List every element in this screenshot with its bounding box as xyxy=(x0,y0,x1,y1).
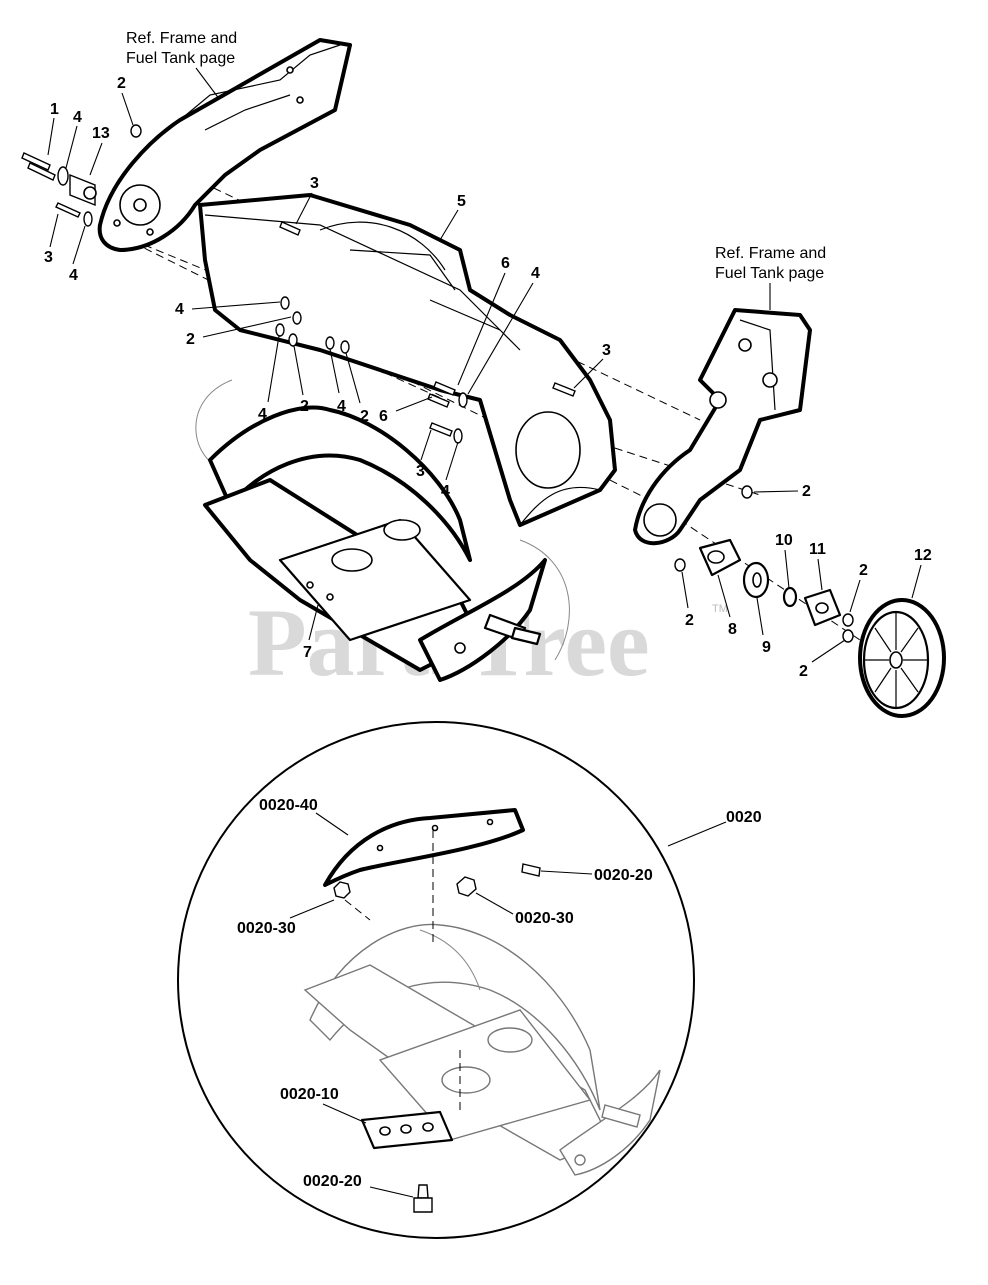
svg-text:Fuel Tank page: Fuel Tank page xyxy=(126,50,235,67)
detail-callout-kit: 0020 xyxy=(726,809,762,826)
hardware-left xyxy=(21,124,142,227)
svg-text:Ref. Frame and: Ref. Frame and xyxy=(715,245,826,262)
callout-3b: 3 xyxy=(310,175,319,192)
detail-callout-screw-lower: 0020-20 xyxy=(303,1173,362,1190)
callout-12: 12 xyxy=(914,547,932,564)
callout-11: 11 xyxy=(809,541,826,558)
callout-4f: 4 xyxy=(337,398,346,415)
callout-4d: 4 xyxy=(175,301,184,318)
ghost-housing-arc-right xyxy=(519,539,570,661)
axis-line-pulley xyxy=(679,519,861,641)
detail-callout-scraper-bar: 0020-10 xyxy=(280,1086,339,1103)
callout-3d: 3 xyxy=(602,342,611,359)
callout-2c: 2 xyxy=(300,398,309,415)
callout-4a: 4 xyxy=(73,109,82,126)
callout-2f: 2 xyxy=(859,562,868,579)
callout-5: 5 xyxy=(457,193,466,210)
detail-callout-screw-upper: 0020-20 xyxy=(594,867,653,884)
callout-4c: 4 xyxy=(531,265,540,282)
callout-2h: 2 xyxy=(799,663,808,680)
detail-callout-nut-right: 0020-30 xyxy=(515,910,574,927)
pulley xyxy=(858,598,946,718)
callout-7: 7 xyxy=(303,644,312,661)
axis-line-right xyxy=(589,439,761,496)
svg-text:Fuel Tank page: Fuel Tank page xyxy=(715,265,824,282)
hardware-right xyxy=(674,485,854,643)
callout-3c: 3 xyxy=(416,463,425,480)
callout-13: 13 xyxy=(92,125,110,142)
callout-2e: 2 xyxy=(802,483,811,500)
callout-4g: 4 xyxy=(441,483,450,500)
detail-ghost-auger xyxy=(303,923,661,1176)
callout-3a: 3 xyxy=(44,249,53,266)
hardware-center xyxy=(275,221,576,444)
detail-shave-plate xyxy=(323,808,525,887)
detail-axis-left xyxy=(344,899,371,921)
callout-4e: 4 xyxy=(258,406,267,423)
reference-note-left: Ref. Frame and Fuel Tank page xyxy=(126,30,237,67)
callout-8: 8 xyxy=(728,621,737,638)
detail-callout-nut-left: 0020-30 xyxy=(237,920,296,937)
left-side-frame xyxy=(97,38,352,252)
reference-note-right: Ref. Frame and Fuel Tank page xyxy=(715,245,826,282)
auger-housing xyxy=(198,193,617,527)
callout-2d: 2 xyxy=(360,408,369,425)
callout-2a: 2 xyxy=(117,75,126,92)
detail-callout-shave-plate: 0020-40 xyxy=(259,797,318,814)
callout-9: 9 xyxy=(762,639,771,656)
callout-10: 10 xyxy=(775,532,793,549)
callout-1: 1 xyxy=(50,101,59,118)
callout-2b: 2 xyxy=(186,331,195,348)
callout-6a: 6 xyxy=(501,255,510,272)
right-side-frame xyxy=(633,308,812,546)
callout-4b: 4 xyxy=(69,267,78,284)
callout-2g: 2 xyxy=(685,612,694,629)
watermark-tm: TM xyxy=(712,603,728,615)
callout-6b: 6 xyxy=(379,408,388,425)
auger-assembly xyxy=(203,405,547,682)
svg-text:Ref. Frame and: Ref. Frame and xyxy=(126,30,237,47)
detail-hardware xyxy=(333,863,541,1213)
